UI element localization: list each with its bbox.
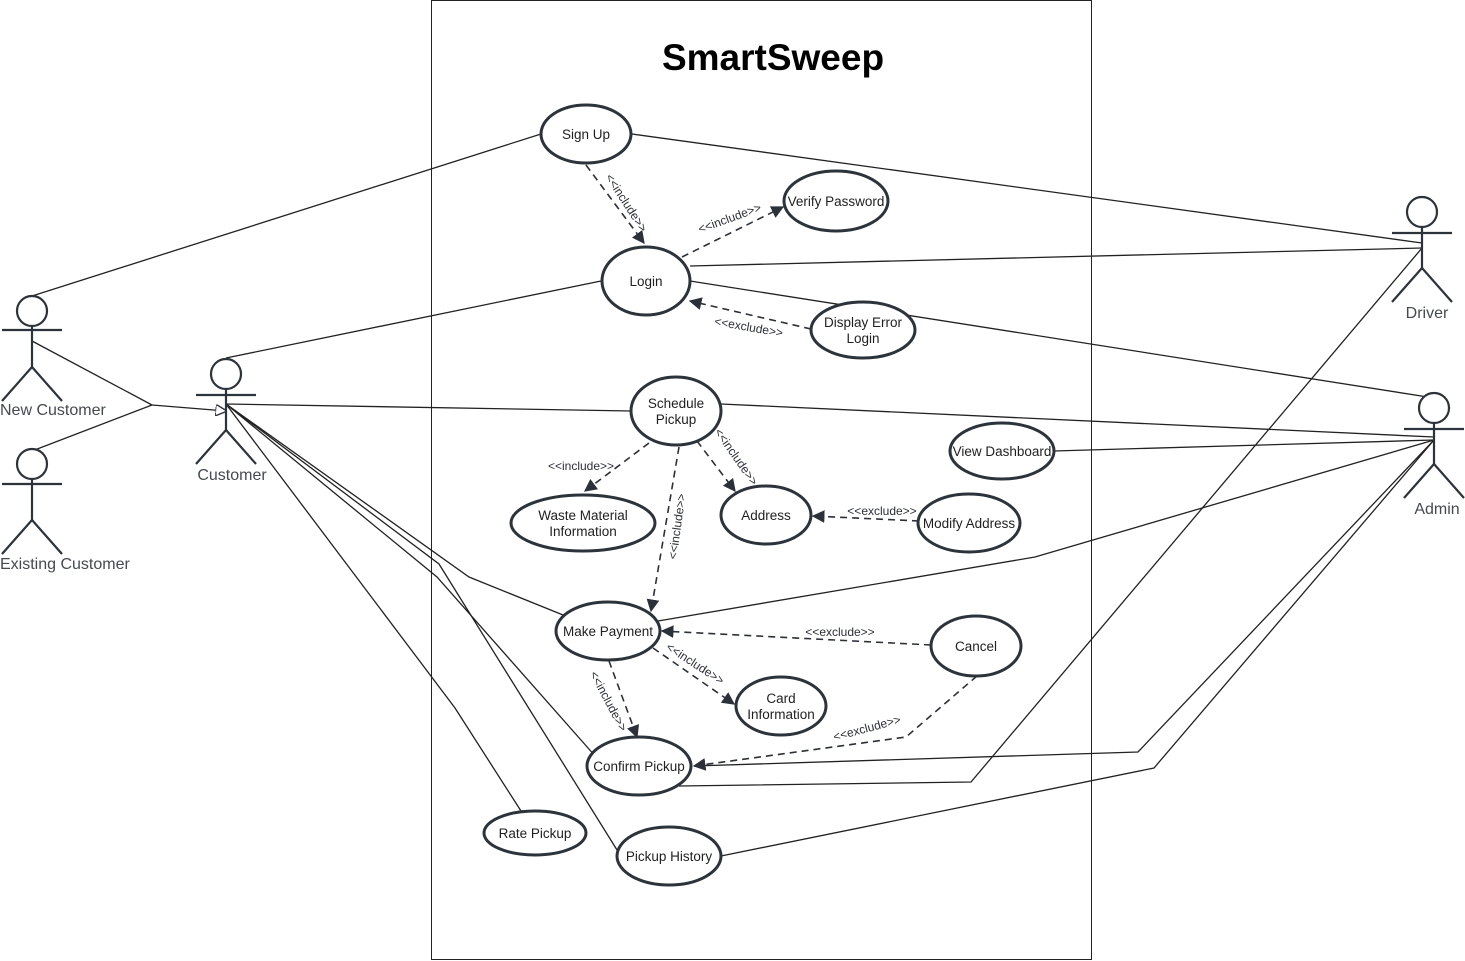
use-case-label: Login xyxy=(846,331,879,346)
associations xyxy=(31,133,1435,859)
assoc-customer-confirm xyxy=(225,403,597,758)
system-boundary xyxy=(431,0,1092,960)
dep-cancel-confirm xyxy=(692,675,978,771)
use-case-label: Confirm Pickup xyxy=(593,759,685,774)
assoc-dashboard-admin xyxy=(1053,439,1435,452)
use-case-modify-address[interactable]: Modify Address xyxy=(916,492,1022,554)
use-case-label: Schedule xyxy=(648,396,704,411)
use-case-rate-pickup[interactable]: Rate Pickup xyxy=(482,809,588,857)
label-payment-card: <<include>> xyxy=(664,640,727,688)
assoc-confirm-driver xyxy=(678,247,1423,787)
use-case-cancel[interactable]: Cancel xyxy=(929,614,1023,678)
use-case-label: Modify Address xyxy=(923,516,1016,531)
use-case-label: Address xyxy=(741,508,791,523)
dep-error-login xyxy=(688,297,812,330)
generalization-arrow xyxy=(151,405,226,411)
actor-label: Driver xyxy=(1406,305,1449,322)
label-schedule-waste: <<include>> xyxy=(548,459,614,473)
label-modify-address: <<exclude>> xyxy=(847,504,916,518)
use-case-label: Sign Up xyxy=(562,127,610,142)
label-schedule-address: <<include>> xyxy=(712,426,761,488)
actor-driver[interactable]: Driver xyxy=(1391,195,1453,322)
assoc-customer-history xyxy=(225,403,623,859)
assoc-customer-rate xyxy=(225,403,522,812)
use-case-label: Card xyxy=(766,691,795,706)
assoc-signup-driver xyxy=(631,133,1423,244)
dep-payment-confirm xyxy=(608,660,640,739)
actor-label: Admin xyxy=(1414,501,1459,518)
use-case-label: Login xyxy=(629,274,662,289)
assoc-login-admin xyxy=(689,280,1435,399)
use-case-label: Waste Material xyxy=(538,508,628,523)
actor-label: Customer xyxy=(197,467,267,484)
dep-schedule-waste xyxy=(583,442,650,492)
use-case-view-dashboard[interactable]: View Dashboard xyxy=(948,421,1056,481)
use-case-label: Cancel xyxy=(955,639,997,654)
actor-customer[interactable]: Customer xyxy=(195,357,267,484)
dep-schedule-payment xyxy=(646,446,680,613)
use-case-label: Pickup History xyxy=(626,849,713,864)
use-case-pickup-history[interactable]: Pickup History xyxy=(615,825,723,887)
use-case-label: View Dashboard xyxy=(953,444,1052,459)
dep-cancel-payment xyxy=(660,625,932,646)
use-case-label: Information xyxy=(549,524,617,539)
label-cancel-payment: <<exclude>> xyxy=(805,625,874,639)
assoc-customer-login xyxy=(225,280,602,359)
actor-label: New Customer xyxy=(0,402,106,419)
use-case-label: Pickup xyxy=(656,412,697,427)
use-case-card-information[interactable]: Card Information xyxy=(734,675,828,737)
assoc-login-driver xyxy=(689,247,1423,267)
actor-label: Existing Customer xyxy=(0,556,130,573)
dep-schedule-address xyxy=(696,440,736,493)
use-case-verify-password[interactable]: Verify Password xyxy=(782,169,890,233)
dependencies xyxy=(583,164,978,771)
label-schedule-payment: <<include>> xyxy=(666,493,689,560)
use-case-label: Verify Password xyxy=(788,194,885,209)
actor-admin[interactable]: Admin xyxy=(1403,391,1465,518)
actor-new-customer[interactable]: New Customer xyxy=(0,294,106,419)
use-case-label: Rate Pickup xyxy=(499,826,572,841)
use-case-label: Display Error xyxy=(824,315,903,330)
use-case-display-error-login[interactable]: Display Error Login xyxy=(809,300,917,360)
label-login-verify: <<include>> xyxy=(696,200,763,236)
label-error-login: <<exclude>> xyxy=(713,314,784,340)
generalization-newcustomer xyxy=(31,340,153,406)
use-case-address[interactable]: Address xyxy=(719,484,813,546)
assoc-customer-payment xyxy=(225,403,569,618)
assoc-customer-schedule xyxy=(225,403,632,412)
actor-existing-customer[interactable]: Existing Customer xyxy=(0,447,130,573)
assoc-confirm-admin xyxy=(693,439,1435,767)
use-case-label: Make Payment xyxy=(563,624,653,639)
assoc-schedule-admin xyxy=(720,403,1435,438)
use-case-make-payment[interactable]: Make Payment xyxy=(554,600,662,662)
use-case-schedule-pickup[interactable]: Schedule Pickup xyxy=(629,375,723,447)
assoc-newcustomer-signup xyxy=(31,133,542,297)
dep-payment-card xyxy=(652,647,736,705)
assoc-payment-admin xyxy=(657,439,1435,622)
use-case-login[interactable]: Login xyxy=(600,245,692,317)
generalization-existing xyxy=(31,404,153,452)
label-signup-login: <<include>> xyxy=(602,171,650,234)
use-case-label: Information xyxy=(747,707,815,722)
dep-modify-address xyxy=(811,510,920,523)
use-case-sign-up[interactable]: Sign Up xyxy=(539,103,633,165)
dep-login-verify xyxy=(681,206,785,258)
system-title: SmartSweep xyxy=(662,37,884,78)
use-case-confirm-pickup[interactable]: Confirm Pickup xyxy=(585,735,693,797)
assoc-history-admin xyxy=(720,439,1435,857)
dep-signup-login xyxy=(585,164,645,245)
use-case-waste-material-information[interactable]: Waste Material Information xyxy=(509,493,657,553)
